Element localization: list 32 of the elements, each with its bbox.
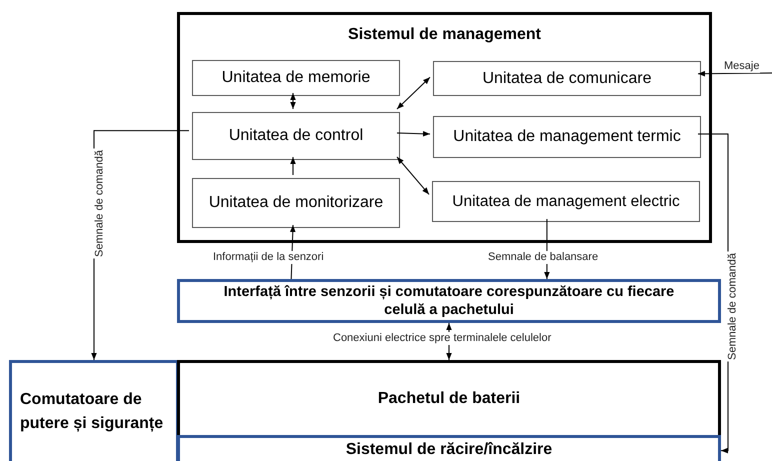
arrow xyxy=(290,92,296,110)
edge-label: Mesaje xyxy=(723,60,760,73)
process-box xyxy=(433,116,701,158)
battery-pack-box xyxy=(177,360,721,438)
process-box xyxy=(192,60,400,96)
node-label: Unitatea de management termic xyxy=(452,127,682,147)
node-label: Unitatea de comunicare xyxy=(482,68,652,88)
node-label: Unitatea de memorie xyxy=(220,68,372,88)
node-label: Unitatea de management electric xyxy=(451,192,681,212)
arrow xyxy=(698,70,772,76)
process-box xyxy=(432,181,700,222)
node-label: Comutatoare de putere și siguranțe xyxy=(19,390,164,434)
arrow xyxy=(396,76,430,110)
edge-label: Semnale de balansare xyxy=(487,251,600,264)
interface-box xyxy=(177,279,721,323)
process-box xyxy=(433,61,701,96)
node-label: Pachetul de baterii xyxy=(376,389,522,409)
edge-label: Conexiuni electrice spre terminalele celulelor xyxy=(332,332,552,345)
arrow xyxy=(290,156,296,176)
node-label: Interfață între senzorii și comutatoare corespunzătoare cu fiecare celulă a pachetului xyxy=(222,283,676,319)
process-box xyxy=(192,178,400,228)
cooling-box xyxy=(177,435,721,461)
system-panel xyxy=(177,12,712,243)
node-label: Unitatea de monitorizare xyxy=(208,193,384,213)
edge-label: Informații de la senzori xyxy=(212,251,325,264)
node-label: Unitatea de control xyxy=(228,126,364,146)
node-label: Sistemul de management xyxy=(347,25,542,45)
process-box xyxy=(192,112,400,160)
node-label: Sistemul de răcire/încălzire xyxy=(344,440,554,460)
arrow xyxy=(396,131,430,137)
arrow xyxy=(396,156,430,195)
switch-box xyxy=(9,360,179,461)
